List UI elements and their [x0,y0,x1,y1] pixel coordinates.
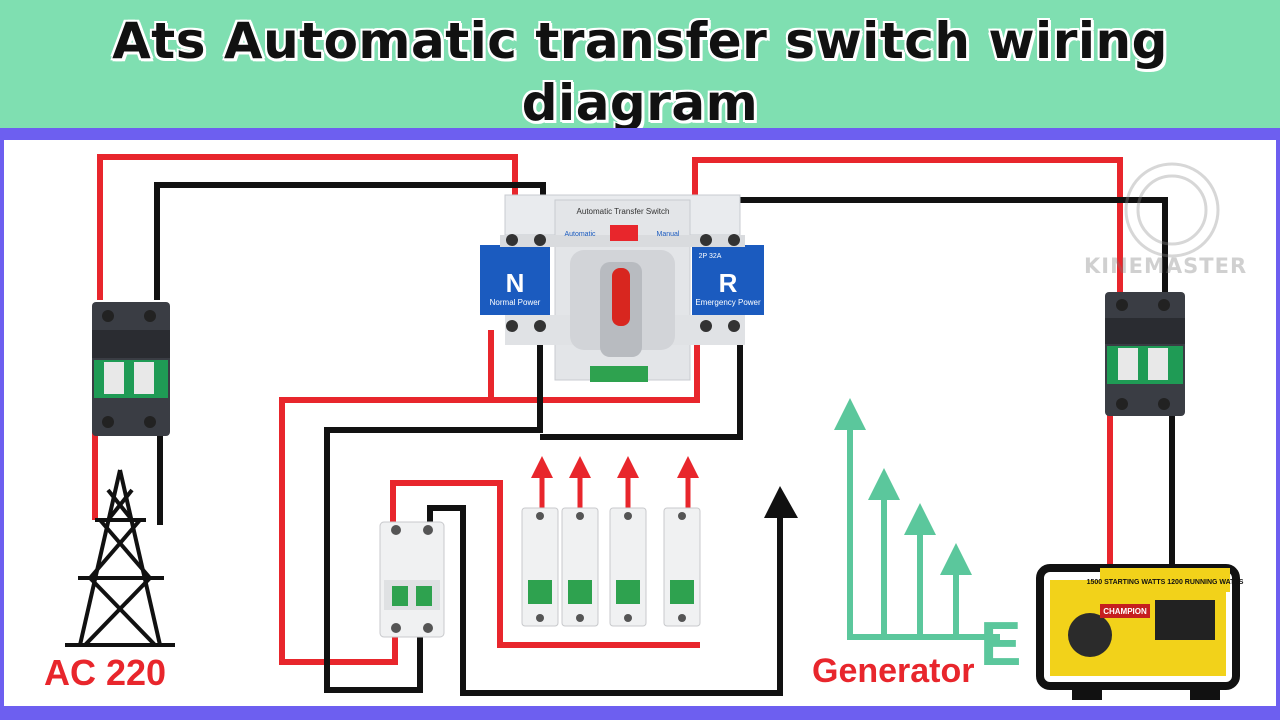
ac-source-label: AC 220 [44,652,167,693]
wire-main-neutral-return [427,505,783,696]
page-title-line-2: diagram [521,74,759,132]
green-arrow-icon [904,503,936,535]
wire-gen-neutral-to-ats [719,197,1168,300]
red-arrow-icon [677,456,699,478]
title-band [0,0,1280,128]
watermark-text: KINEMASTER [1084,254,1248,278]
red-arrows-group [531,456,699,515]
wire-main-to-busbar [390,480,700,648]
frame-top [0,128,1280,140]
branch-breaker [609,507,647,627]
ats-left-caption: Normal Power [490,298,541,307]
branch-breaker [663,507,701,627]
generator-unit [1036,564,1240,700]
red-arrow-icon [531,456,553,478]
red-arrow-icon [569,456,591,478]
green-arrow-icon [940,543,972,575]
ats-unit [480,194,764,382]
generator-rating: 1500 STARTING WATTS 1200 RUNNING WATTS [1087,579,1244,586]
transmission-tower-icon [65,469,175,647]
ats-right-caption: Emergency Power [695,298,761,307]
generator-brand: CHAMPION [1103,607,1147,616]
kinemaster-watermark-icon [1124,162,1220,258]
ats-right-letter: R [719,268,738,298]
branch-breaker [521,507,559,627]
red-arrow-icon [617,456,639,478]
generator-label: Generator [812,652,975,690]
wire-ats-gen-out-neutral [540,330,743,440]
generator-breaker [1105,292,1185,416]
black-arrow-up-icon [764,486,798,518]
wire-ats-out-live [279,330,494,665]
green-arrow-icon [868,468,900,500]
wire-grid-live-to-ats [97,154,518,300]
wire-ats-gen-out-live [491,330,700,403]
main-breaker [379,521,445,638]
ats-rating: 2P 32A [699,253,722,260]
ats-header-text: Automatic Transfer Switch [577,207,670,216]
frame-bottom [0,706,1280,720]
branch-breaker [561,507,599,627]
grid-breaker [92,302,170,436]
frame-left [0,128,4,720]
ats-mode-auto: Automatic [564,231,596,238]
green-arrow-icon [834,398,866,430]
branch-breakers [521,507,701,627]
page-title-line-1: Ats Automatic transfer switch wiring [112,12,1168,70]
ats-mode-manual: Manual [657,231,680,238]
svg-text:E: E [980,610,1021,679]
wire-ats-out-neutral [324,330,543,693]
ats-left-letter: N [506,268,525,298]
frame-right [1276,128,1280,720]
green-arrows-group: E [834,398,1021,679]
